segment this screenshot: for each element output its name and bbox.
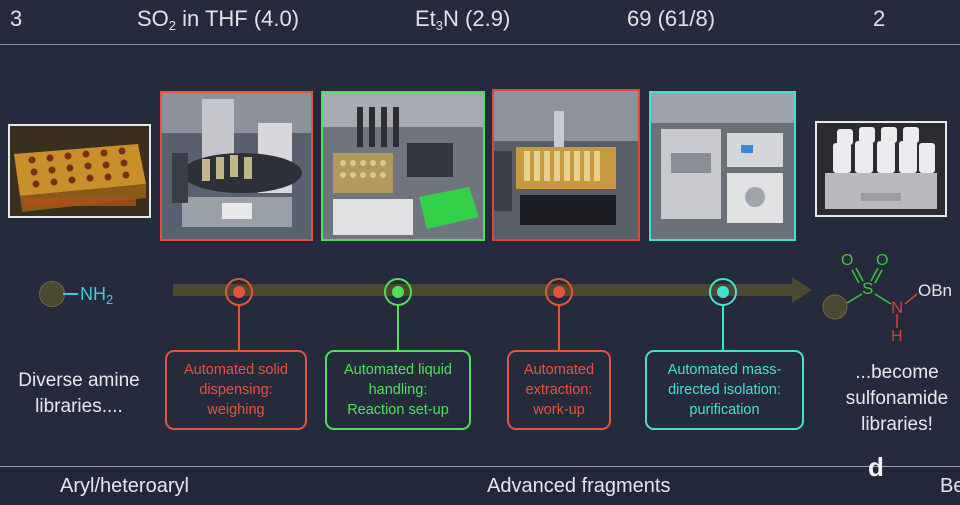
extraction-photo bbox=[492, 89, 640, 241]
top-table-row: 3 SO2 in THF (4.0) Et3N (2.9) 69 (61/8) … bbox=[0, 0, 960, 45]
reagent-cell: SO2 in THF (4.0) bbox=[137, 6, 300, 33]
bottom-table-row: Aryl/heteroaryl Advanced fragments Be bbox=[0, 466, 960, 505]
sulfonyl-oxygen-1: O bbox=[841, 252, 853, 269]
base-cell: Et3N (2.9) bbox=[415, 6, 511, 33]
process-timeline-arrow bbox=[173, 277, 812, 303]
category-fragments: Advanced fragments bbox=[487, 475, 671, 497]
step-box-liquid-handling: Automated liquid handling: Reaction set-… bbox=[325, 350, 471, 430]
sulfonamide-structure: O O S N OBn H bbox=[822, 252, 952, 343]
product-substituent-ball bbox=[822, 294, 848, 320]
amine-bond bbox=[63, 293, 78, 295]
nitrogen-atom: N bbox=[891, 298, 903, 317]
step-box-purification: Automated mass- directed isolation: puri… bbox=[645, 350, 804, 430]
amine-group-label: NH2 bbox=[80, 284, 114, 307]
liquid-handling-photo bbox=[321, 91, 485, 241]
sulfonamide-library-caption: ...become sulfonamide libraries! bbox=[845, 362, 949, 435]
amine-library-caption: Diverse amine libraries.... bbox=[18, 370, 140, 417]
count-cell: 2 bbox=[873, 6, 886, 31]
sulfonamide-library-photo bbox=[815, 121, 947, 217]
sulfonyl-oxygen-2: O bbox=[876, 252, 888, 269]
step-node-3 bbox=[545, 278, 573, 350]
yield-cell: 69 (61/8) bbox=[627, 6, 716, 31]
sulfur-atom: S bbox=[862, 279, 873, 298]
amine-rack-photo bbox=[8, 124, 151, 218]
nh-hydrogen: H bbox=[891, 328, 903, 343]
step-node-1 bbox=[225, 278, 253, 350]
panel-label-d: d bbox=[868, 452, 884, 482]
step-node-2 bbox=[384, 278, 412, 350]
step-box-solid-dispensing: Automated solid dispensing: weighing bbox=[165, 350, 307, 430]
step-box-extraction: Automated extraction: work-up bbox=[507, 350, 611, 430]
entry-number: 3 bbox=[10, 6, 23, 31]
purification-photo bbox=[649, 91, 796, 241]
solid-dispensing-photo bbox=[160, 91, 313, 241]
category-truncated: Be bbox=[940, 475, 960, 497]
step-node-4 bbox=[709, 278, 737, 350]
category-aryl: Aryl/heteroaryl bbox=[60, 475, 189, 497]
obn-group: OBn bbox=[918, 281, 952, 300]
